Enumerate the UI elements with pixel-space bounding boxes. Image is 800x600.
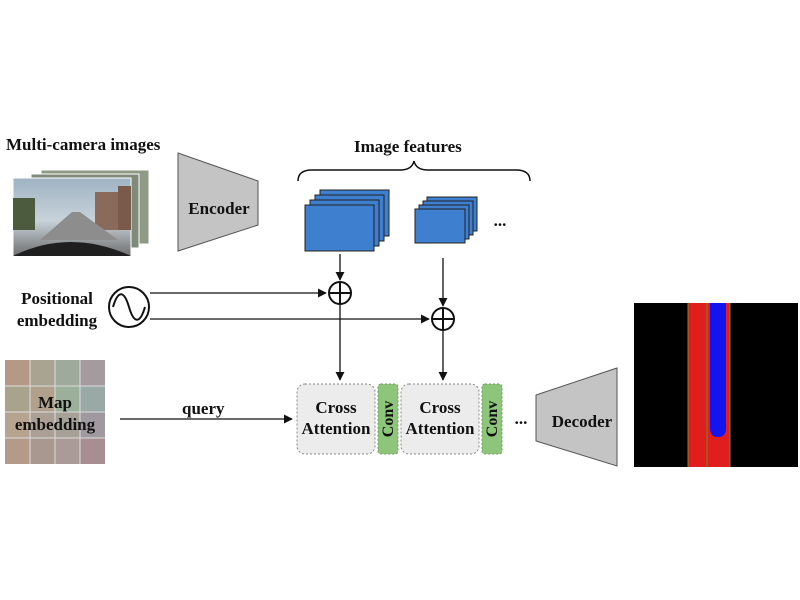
cross-attention-block: Cross Attention	[296, 383, 376, 455]
multi-camera-label: Multi-camera images	[6, 135, 161, 154]
conv-label: Conv	[484, 401, 501, 437]
circled-plus-icon	[328, 281, 352, 305]
map-line1: Map	[38, 393, 72, 412]
decoder-block: Decoder	[535, 367, 618, 467]
cross-attention-line2: Attention	[406, 419, 475, 438]
map-line2: embedding	[14, 415, 96, 434]
feature-map-stack-small	[414, 196, 478, 244]
feature-map-stack-large	[304, 189, 390, 252]
map-embedding-label: Map embedding	[5, 392, 105, 436]
block-ellipsis: ...	[515, 409, 528, 428]
encoder-block: Encoder	[177, 152, 259, 252]
camera-image-stack	[12, 169, 150, 257]
output-map	[634, 303, 798, 467]
positional-line1: Positional	[21, 289, 93, 308]
circled-plus-icon	[431, 307, 455, 331]
encoder-label: Encoder	[188, 199, 250, 218]
conv-label: Conv	[380, 401, 397, 437]
conv-block: Conv	[377, 383, 399, 455]
image-features-label: Image features	[354, 137, 462, 156]
feature-ellipsis: ...	[494, 211, 507, 230]
conv-block: Conv	[481, 383, 503, 455]
positional-embedding-label: Positional embedding	[6, 288, 108, 332]
camera-image-front	[12, 177, 132, 257]
cross-attention-line1: Cross	[315, 398, 357, 417]
cross-attention-block: Cross Attention	[400, 383, 480, 455]
positional-line2: embedding	[16, 311, 98, 330]
map-embedding-grid	[5, 360, 105, 464]
query-label: query	[182, 399, 225, 418]
decoder-label: Decoder	[552, 412, 613, 431]
sine-wave-icon	[108, 286, 150, 328]
cross-attention-line2: Attention	[302, 419, 371, 438]
image-features-bracket	[297, 160, 531, 182]
cross-attention-line1: Cross	[419, 398, 461, 417]
